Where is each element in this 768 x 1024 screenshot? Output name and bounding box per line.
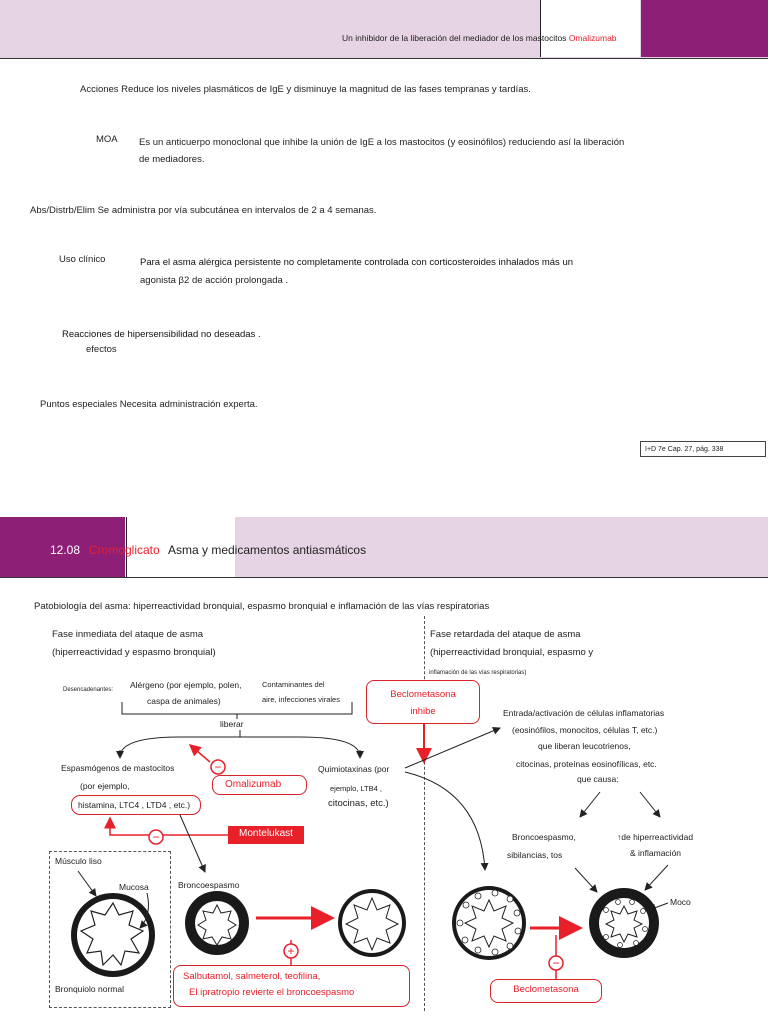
montelukast-minus-sign: − (152, 830, 159, 844)
arrow-hyper-to-mucus (645, 865, 668, 890)
omalizumab-arrow (190, 745, 210, 762)
arrow-to-bronchospasm-right (580, 792, 600, 817)
arrow-to-cells (405, 728, 500, 768)
liberar-split-line (120, 730, 360, 757)
arrow-bronchospasm-to-mucus (575, 868, 597, 892)
triggers-bracket (122, 702, 352, 719)
arrow-to-bronchospasm (180, 815, 205, 872)
inflamed-bronchiole-icon (452, 886, 526, 960)
bronchodilator-plus-sign: + (287, 944, 294, 958)
constricted-bronchiole-icon (185, 891, 249, 955)
dilated-bronchiole-icon (338, 889, 406, 957)
arrow-to-inflamed-bronchiole (405, 772, 485, 870)
arrow-to-hyperreactivity (640, 792, 660, 817)
beclometasona-minus-sign: − (552, 956, 559, 970)
smooth-muscle-arrow (78, 871, 96, 896)
omalizumab-minus-sign: − (214, 760, 221, 774)
mucus-bronchiole-icon (589, 888, 659, 958)
normal-bronchiole-icon (71, 893, 155, 977)
montelukast-arrow (110, 818, 228, 835)
